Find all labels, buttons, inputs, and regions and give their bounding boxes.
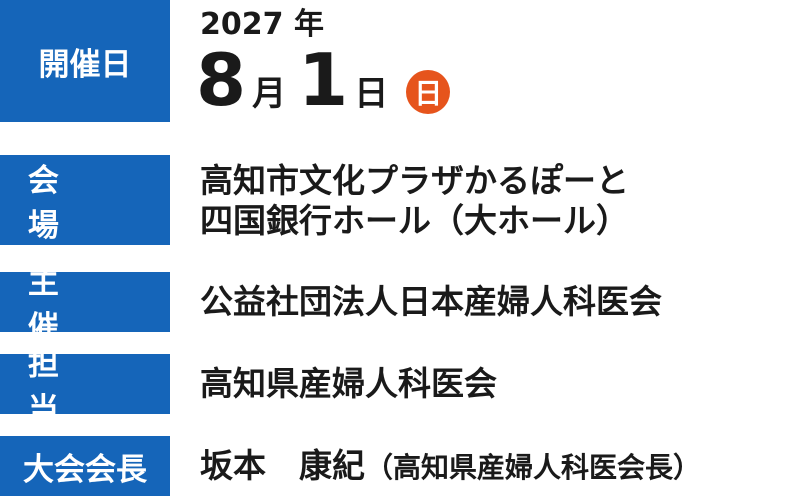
chairperson-name: 坂本 康紀 [200,446,365,485]
event-day-unit: 日 [354,74,389,114]
weekday-badge: 日 [406,70,451,114]
event-month-number: 8 [196,38,247,122]
chairperson-affiliation: （高知県産婦人科医会長） [365,451,702,484]
venue-label: 会 場 [0,155,170,245]
host-value: 公益社団法人日本産婦人科医会 [200,282,662,321]
chairperson-value: 坂本 康紀（高知県産婦人科医会長） [200,447,701,487]
organizer-value: 高知県産婦人科医会 [200,364,497,403]
organizer-label: 担 当 [0,347,170,428]
event-year: 2027 年 [200,7,324,42]
date-label: 開催日 [0,0,170,122]
host-label: 主 催 [0,265,170,346]
chairperson-label: 大会会長 [0,436,170,496]
venue-name-line1: 高知市文化プラザかるぽーと [200,161,629,200]
event-day-number: 1 [298,38,349,122]
event-month-unit: 月 [252,74,287,114]
event-date: 8 月 1 日 日 [196,38,451,122]
venue-name-line2: 四国銀行ホール（大ホール） [200,201,629,240]
